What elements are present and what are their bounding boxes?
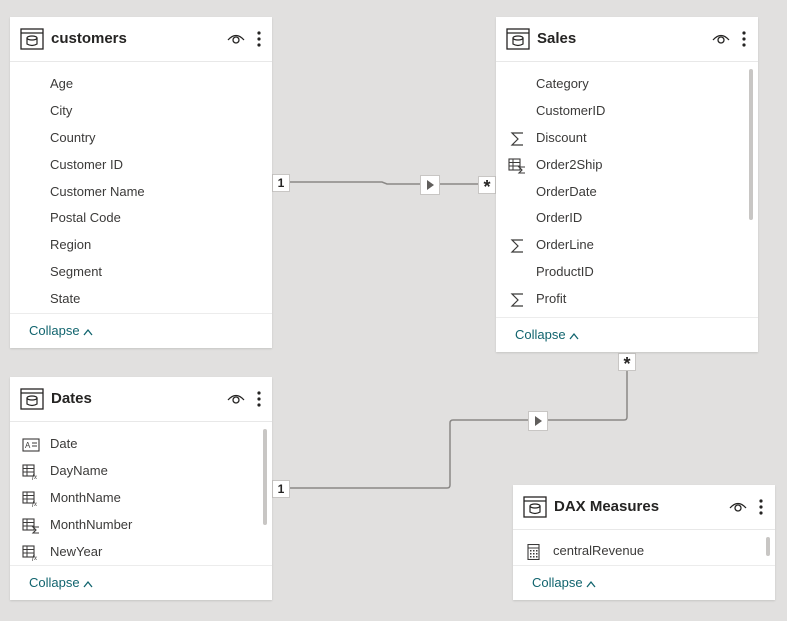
scrollbar[interactable] — [749, 69, 753, 220]
svg-text:fx: fx — [32, 473, 38, 480]
table-sigma-icon — [22, 518, 39, 534]
field-item[interactable]: Category — [536, 76, 589, 91]
calculated-column-icon: fx — [22, 545, 38, 561]
more-options-icon[interactable] — [741, 29, 747, 49]
table-title: Sales — [537, 30, 577, 47]
more-options-icon[interactable] — [256, 389, 262, 409]
cardinality-one-label: 1 — [272, 480, 290, 498]
table-sigma-icon — [508, 158, 525, 174]
field-item[interactable]: Profit — [496, 286, 758, 313]
collapse-row: Collapse — [496, 317, 758, 352]
table-card-sales[interactable]: Sales Category CustomerID Discount Order… — [496, 17, 758, 352]
field-item[interactable]: CustomerID — [536, 102, 606, 118]
chevron-up-icon — [83, 328, 93, 335]
sigma-icon — [510, 239, 523, 253]
relationship-line-dates-sales[interactable] — [289, 369, 628, 489]
sigma-icon — [510, 132, 523, 146]
table-title: Dates — [51, 390, 92, 407]
chevron-up-icon — [569, 332, 579, 339]
cardinality-many-label: * — [618, 353, 636, 374]
table-icon — [20, 28, 44, 50]
collapse-button[interactable]: Collapse — [29, 575, 93, 590]
table-title: customers — [51, 30, 127, 47]
relationship-line-customers-sales[interactable] — [289, 181, 478, 185]
field-item[interactable]: Age — [50, 76, 74, 91]
field-item[interactable]: Customer Name — [50, 183, 145, 199]
field-item[interactable]: Region — [50, 237, 92, 253]
svg-text:fx: fx — [32, 554, 38, 561]
field-item[interactable]: Customer ID — [50, 156, 123, 172]
table-icon — [20, 388, 44, 410]
field-item[interactable]: Postal Code — [50, 210, 121, 226]
field-item[interactable]: Discount — [496, 125, 758, 152]
field-item[interactable]: OrderDate — [536, 183, 597, 199]
table-header[interactable]: customers — [10, 17, 272, 62]
table-icon — [506, 28, 530, 50]
field-item[interactable]: A Date — [10, 431, 272, 458]
eye-icon[interactable] — [227, 392, 245, 406]
field-list: centralRevenue — [513, 538, 775, 565]
scrollbar[interactable] — [766, 537, 770, 556]
calculator-icon — [527, 544, 540, 560]
calculated-column-icon: fx — [22, 464, 38, 480]
chevron-up-icon — [586, 580, 596, 587]
collapse-row: Collapse — [10, 565, 272, 600]
more-options-icon[interactable] — [758, 497, 764, 517]
sigma-icon — [510, 293, 523, 307]
eye-icon[interactable] — [712, 32, 730, 46]
field-item[interactable]: fx DayName — [10, 458, 272, 485]
svg-text:fx: fx — [32, 500, 38, 507]
field-item[interactable]: Order2Ship — [496, 152, 758, 179]
filter-direction-arrow-icon[interactable] — [528, 411, 548, 431]
table-card-dax-measures[interactable]: DAX Measures centralRevenue Collapse — [513, 485, 775, 600]
field-item[interactable]: ProductID — [536, 264, 594, 280]
field-list: A Date fx DayName fx MonthName MonthNumb… — [10, 431, 272, 565]
field-list: Category CustomerID Discount Order2Ship … — [496, 71, 758, 313]
field-item[interactable]: City — [50, 102, 73, 118]
collapse-row: Collapse — [10, 313, 272, 348]
field-item[interactable]: Country — [50, 129, 96, 145]
table-icon — [523, 496, 547, 518]
collapse-row: Collapse — [513, 565, 775, 600]
field-item[interactable]: OrderID — [536, 210, 583, 226]
field-item[interactable]: centralRevenue — [513, 538, 775, 565]
eye-icon[interactable] — [729, 500, 747, 514]
table-card-customers[interactable]: customers Age City Country Customer ID C… — [10, 17, 272, 348]
field-item[interactable]: fx NewYear — [10, 539, 272, 566]
more-options-icon[interactable] — [256, 29, 262, 49]
svg-text:A: A — [25, 441, 31, 450]
field-item[interactable]: fx MonthName — [10, 485, 272, 512]
filter-direction-arrow-icon[interactable] — [420, 175, 440, 195]
table-title: DAX Measures — [554, 498, 660, 515]
table-card-dates[interactable]: Dates A Date fx DayName fx MonthName Mon… — [10, 377, 272, 600]
table-header[interactable]: DAX Measures — [513, 485, 775, 530]
chevron-up-icon — [83, 580, 93, 587]
eye-icon[interactable] — [227, 32, 245, 46]
field-item[interactable]: State — [50, 291, 81, 307]
field-item[interactable]: OrderLine — [496, 232, 758, 259]
calculated-column-icon: fx — [22, 491, 38, 507]
table-header[interactable]: Sales — [496, 17, 758, 62]
cardinality-one-label: 1 — [272, 174, 290, 192]
field-list: Age City Country Customer ID Customer Na… — [10, 71, 272, 313]
text-field-icon: A — [22, 438, 40, 452]
scrollbar[interactable] — [263, 429, 267, 525]
collapse-button[interactable]: Collapse — [29, 323, 93, 338]
collapse-button[interactable]: Collapse — [515, 327, 579, 342]
field-item[interactable]: MonthNumber — [10, 512, 272, 539]
collapse-button[interactable]: Collapse — [532, 575, 596, 590]
field-item[interactable]: Segment — [50, 264, 103, 280]
table-header[interactable]: Dates — [10, 377, 272, 422]
cardinality-many-label: * — [478, 176, 496, 197]
